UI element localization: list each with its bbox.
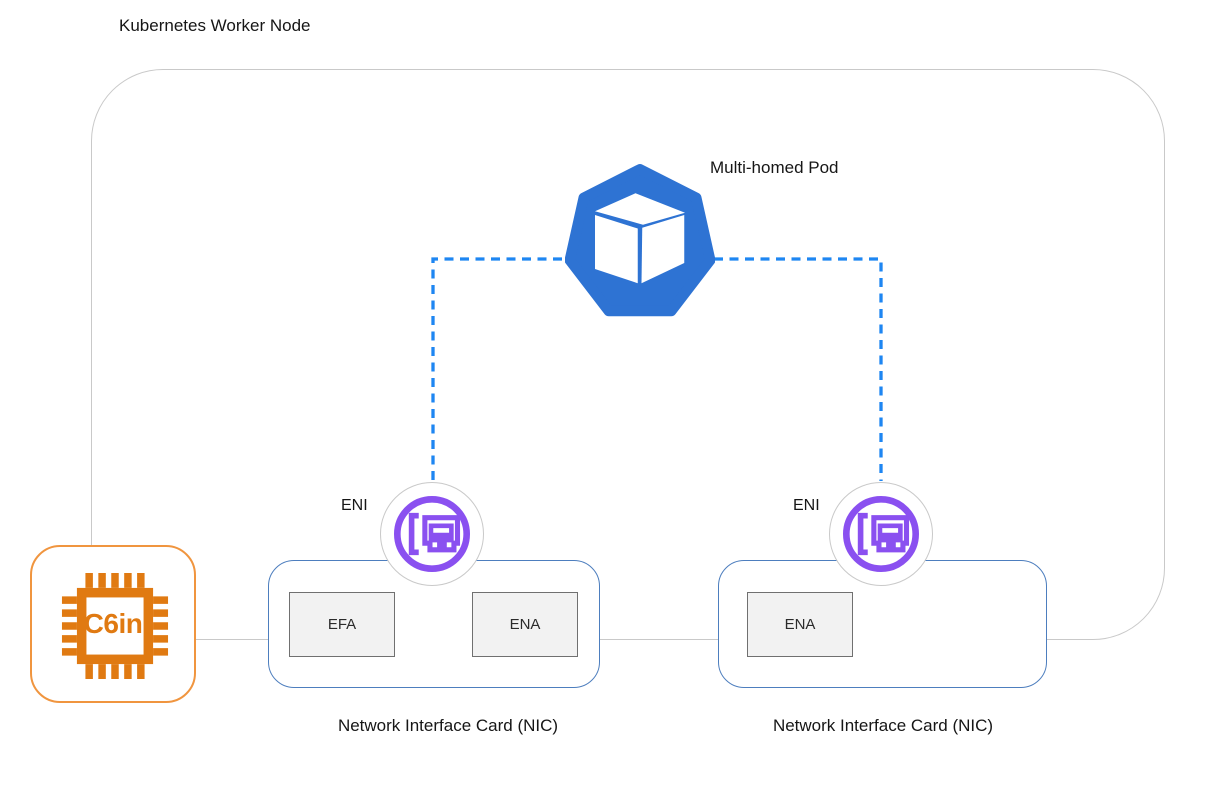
eni-badge-right <box>829 482 933 586</box>
worker-node-boundary <box>91 69 1165 640</box>
pod-label: Multi-homed Pod <box>710 158 839 177</box>
network-card-icon <box>843 496 919 572</box>
eni-label-left: ENI <box>341 497 368 514</box>
instance-type-label: C6in <box>83 608 143 639</box>
ena-adapter-box-left: ENA <box>472 592 578 657</box>
eni-label-right: ENI <box>793 497 820 514</box>
nic-caption-right: Network Interface Card (NIC) <box>772 716 994 735</box>
pod-cube-top-face <box>595 193 685 225</box>
network-card-icon <box>394 496 470 572</box>
kubernetes-pod-icon <box>565 164 715 317</box>
diagram-title: Kubernetes Worker Node <box>119 16 311 35</box>
cpu-chip-icon <box>61 572 169 680</box>
eni-badge-left <box>380 482 484 586</box>
ena-adapter-box-right: ENA <box>747 592 853 657</box>
pod-cube-left-face <box>595 215 638 284</box>
pod-cube-right-face <box>641 215 685 284</box>
efa-adapter-box: EFA <box>289 592 395 657</box>
c6in-instance-box: C6in <box>30 545 196 703</box>
nic-caption-left: Network Interface Card (NIC) <box>337 716 559 735</box>
